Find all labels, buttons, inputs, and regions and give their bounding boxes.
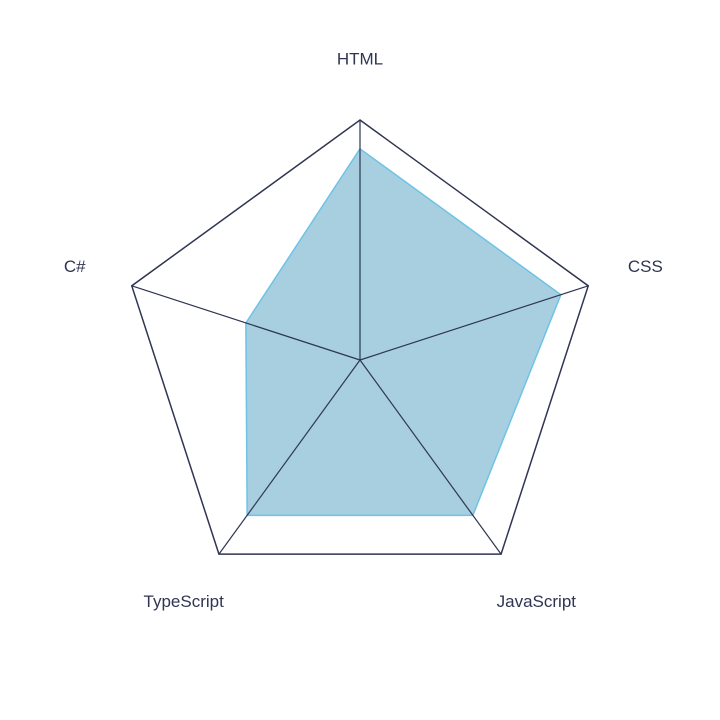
axis-label-c-: C# — [64, 257, 86, 276]
axis-label-css: CSS — [628, 257, 663, 276]
axis-label-javascript: JavaScript — [497, 592, 577, 611]
spoke-typescript — [218, 359, 361, 555]
series-area-0 — [245, 147, 562, 517]
axis-label-typescript: TypeScript — [144, 592, 225, 611]
spoke-c- — [131, 285, 361, 361]
spoke-css — [359, 285, 589, 361]
axis-label-html: HTML — [337, 49, 383, 68]
label-layer: HTML CSS JavaScript TypeScript C# — [64, 49, 663, 611]
series-layer — [245, 147, 562, 517]
grid-outline — [130, 119, 590, 555]
grid-layer — [130, 119, 590, 555]
spoke-javascript — [359, 359, 502, 555]
